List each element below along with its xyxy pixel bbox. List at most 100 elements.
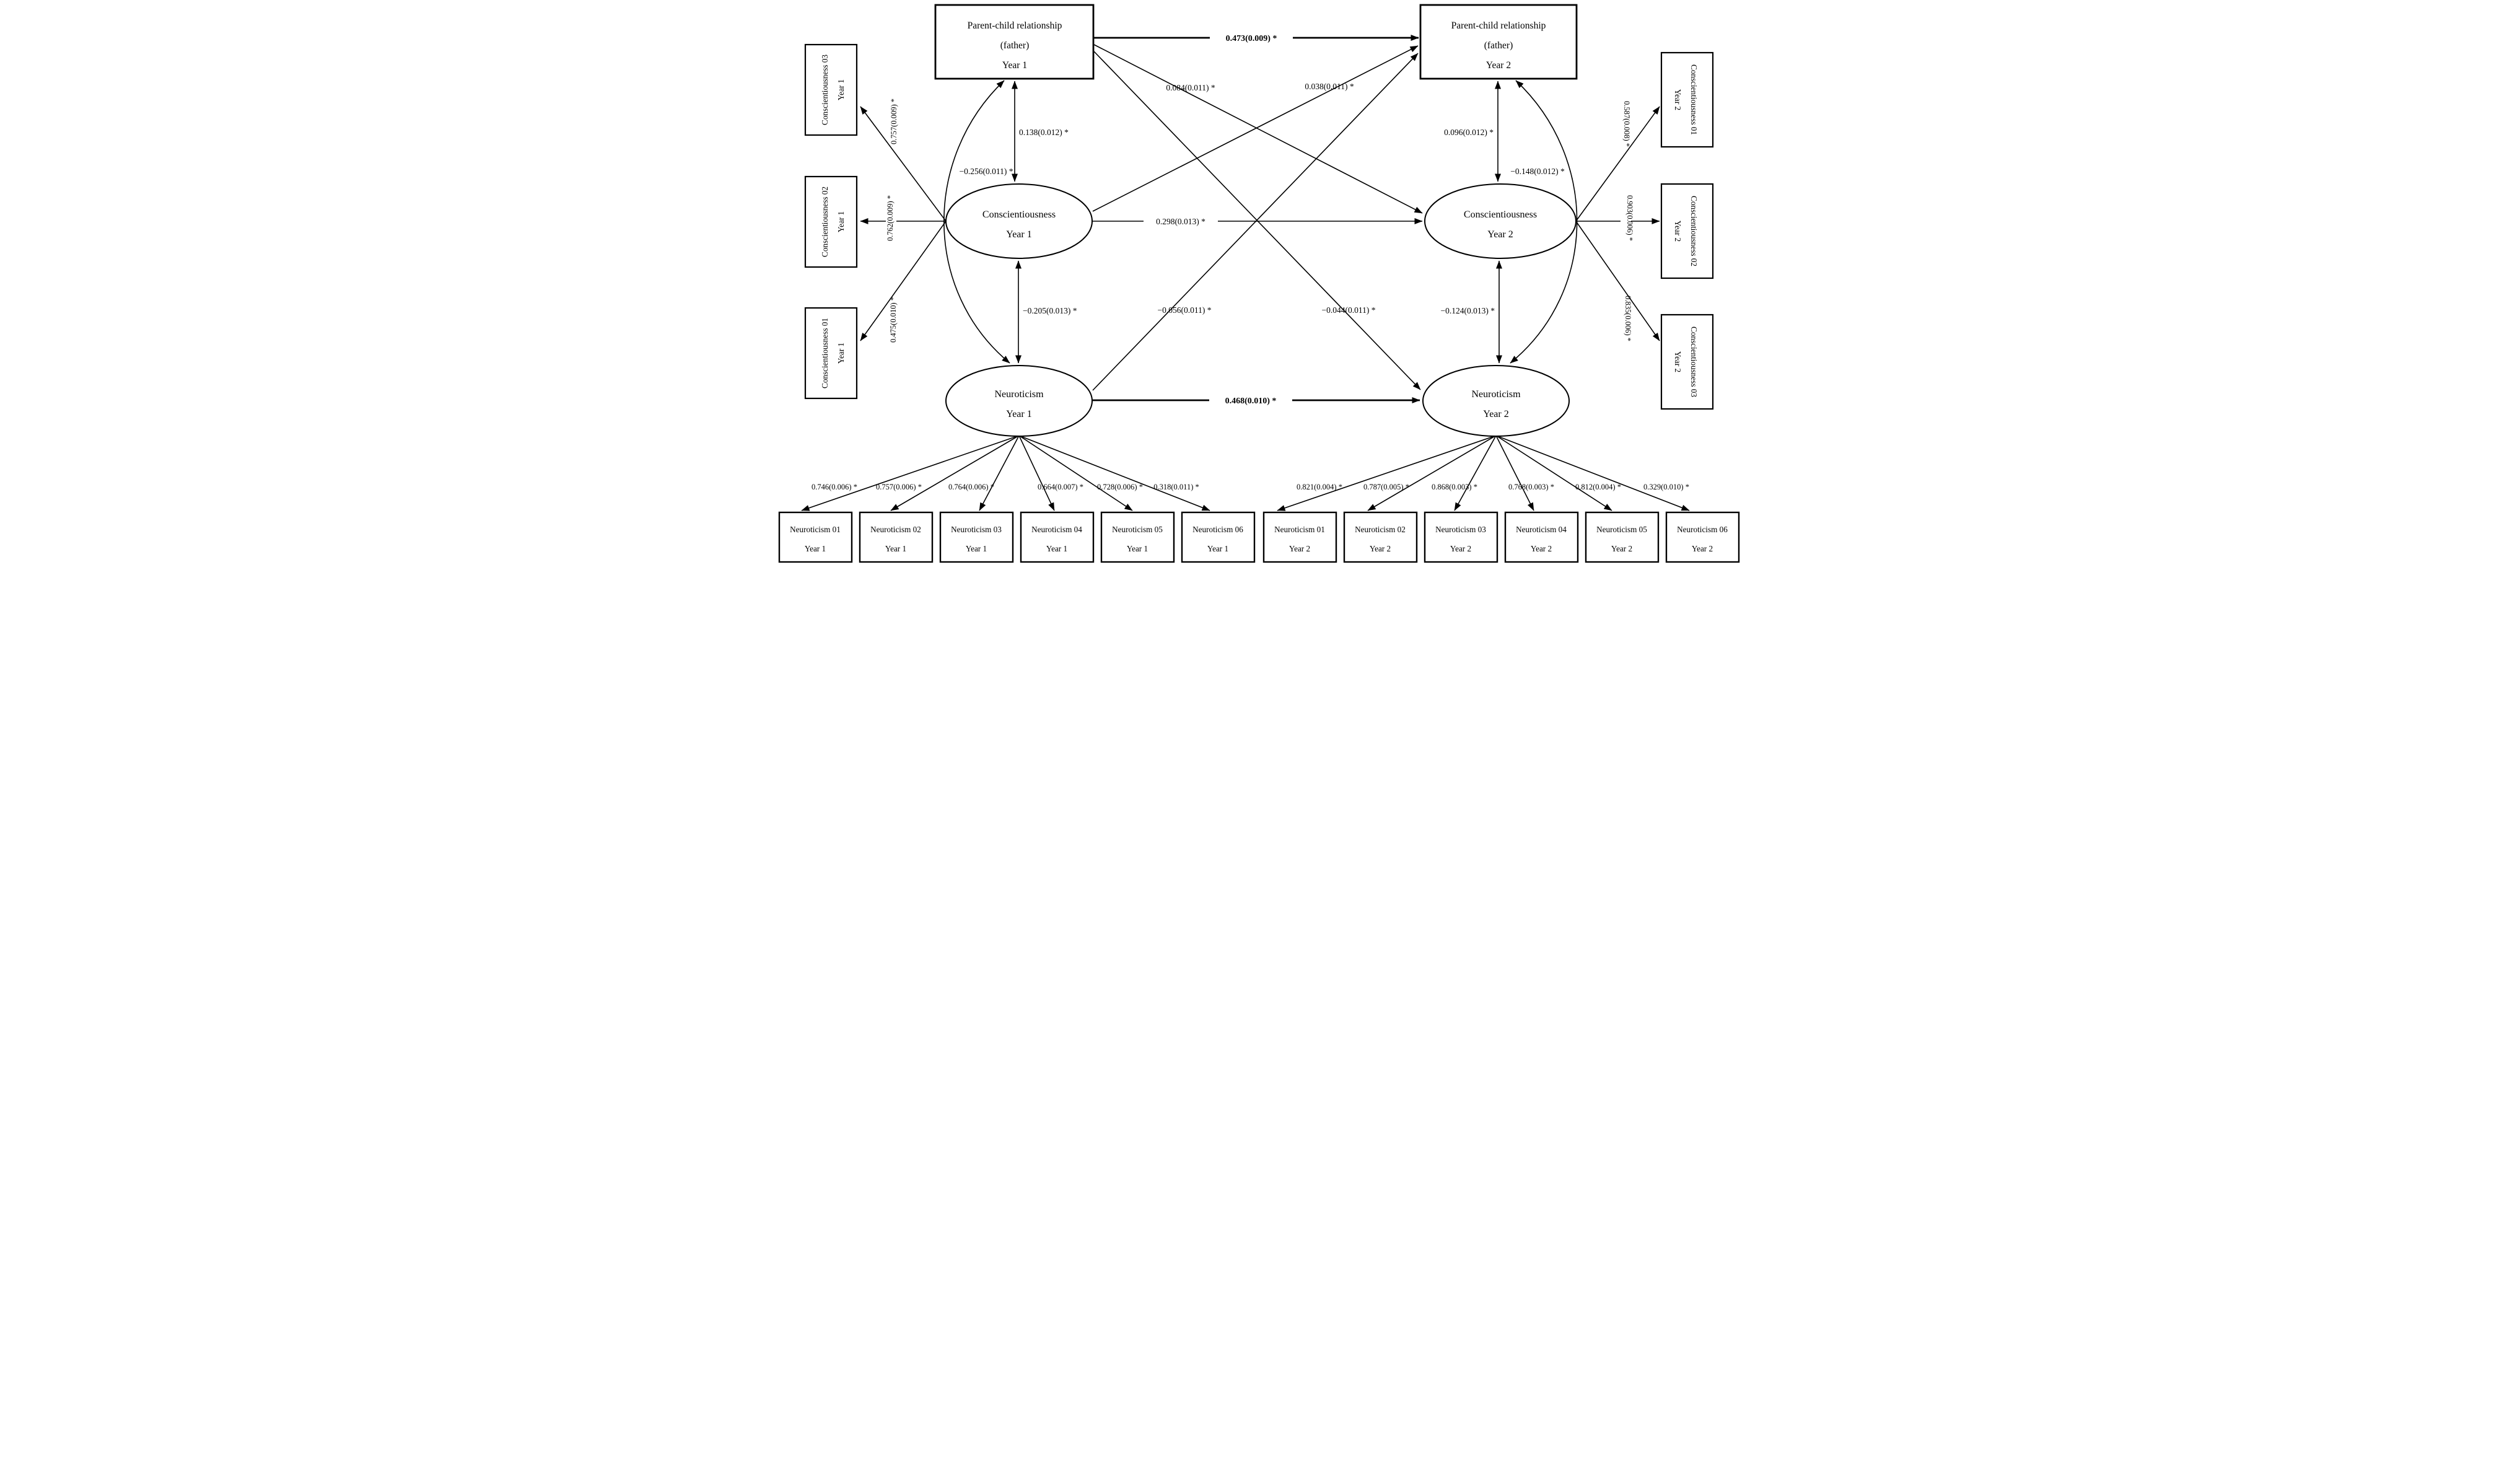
box-neuro06-y2 <box>1665 511 1740 563</box>
coef-consc-stability: 0.298(0.013) * <box>1156 217 1205 226</box>
loading-neuro-y1-03 <box>979 435 1020 511</box>
box-neuro01-y2-name: Neuroticism 01 <box>1274 525 1325 534</box>
box-neuro05-y1-year: Year 1 <box>1127 544 1148 553</box>
coef-pcr1-to-consc2: 0.084(0.011) * <box>1166 83 1215 92</box>
box-consc01-y2-year: Year 2 <box>1673 89 1682 110</box>
path-pcr1-to-consc2 <box>1093 44 1423 214</box>
node-neuro-year1-line1: Neuroticism <box>994 389 1044 400</box>
node-pcr-year1-line2: (father) <box>1000 40 1029 51</box>
loading-consc-y2-01 <box>1575 106 1660 222</box>
box-consc03-y1-name: Conscientiousness 03 <box>820 55 829 125</box>
loading-label-consc-y2-02: 0.903(0.006) * <box>1625 195 1634 241</box>
box-consc02-y1-name: Conscientiousness 02 <box>820 186 829 257</box>
loading-labels: 0.757(0.009) * 0.762(0.009) * 0.475(0.01… <box>812 99 1689 491</box>
box-neuro02-y1 <box>859 511 934 563</box>
box-neuro05-y1 <box>1100 511 1175 563</box>
path-labels: 0.473(0.009) * 0.298(0.013) * 0.468(0.01… <box>960 34 1565 406</box>
loading-label-neuro-y1-04: 0.664(0.007) * <box>1038 483 1083 491</box>
loading-label-neuro-y2-03: 0.868(0.003) * <box>1432 483 1477 491</box>
nodes: Parent-child relationship (father) Year … <box>934 4 1578 437</box>
box-consc02-y2-name: Conscientiousness 02 <box>1689 196 1699 266</box>
loading-neuro-y1-04 <box>1018 435 1055 511</box>
node-neuro-year2 <box>1422 365 1570 437</box>
bottom-indicator-boxes: Neuroticism 01 Year 1 Neuroticism 02 Yea… <box>778 511 1740 563</box>
loading-label-neuro-y1-03: 0.764(0.006) * <box>948 483 994 491</box>
loading-consc-y1-03 <box>860 106 947 222</box>
box-neuro03-y2-name: Neuroticism 03 <box>1435 525 1486 534</box>
node-pcr-year1 <box>934 4 1095 80</box>
loading-neuro-y2-04 <box>1495 435 1534 511</box>
box-neuro01-y2-year: Year 2 <box>1289 544 1310 553</box>
node-consc-year2-line1: Conscientiousness <box>1464 209 1537 220</box>
loading-label-consc-y2-03: 0.835(0.006) * <box>1624 296 1632 341</box>
box-neuro05-y2-name: Neuroticism 05 <box>1596 525 1647 534</box>
box-consc03-y2-year: Year 2 <box>1673 351 1682 372</box>
label-masks <box>886 31 1631 407</box>
sem-diagram-page: 0.473(0.009) * 0.298(0.013) * 0.468(0.01… <box>774 0 1746 566</box>
loading-consc-y2-03 <box>1575 221 1660 341</box>
loading-label-consc-y1-01: 0.475(0.010) * <box>889 297 898 343</box>
mask-consc-y2-02-loading <box>1621 186 1631 255</box>
loading-label-consc-y1-02: 0.762(0.009) * <box>886 195 895 241</box>
node-consc-year2-line2: Year 2 <box>1487 229 1513 240</box>
loading-label-neuro-y2-01: 0.821(0.004) * <box>1297 483 1342 491</box>
loading-label-consc-y2-01: 0.587(0.008) * <box>1622 101 1631 147</box>
node-neuro-year2-line2: Year 2 <box>1483 409 1508 419</box>
loading-neuro-y2-01 <box>1277 435 1497 511</box>
coef-pcr-stability: 0.473(0.009) * <box>1226 34 1277 43</box>
coef-cov-pcr1-neuro1: −0.256(0.011) * <box>960 167 1013 176</box>
loading-label-consc-y1-03: 0.757(0.009) * <box>890 99 898 144</box>
box-consc03-y2-name: Conscientiousness 03 <box>1689 327 1699 397</box>
mask-consc-y1-02-loading <box>886 186 896 255</box>
box-neuro02-y2-year: Year 2 <box>1370 544 1391 553</box>
box-neuro01-y1-name: Neuroticism 01 <box>790 525 841 534</box>
box-neuro05-y2-year: Year 2 <box>1611 544 1632 553</box>
loading-neuro-y1-05 <box>1018 435 1133 511</box>
coef-pcr1-to-neuro2: −0.044(0.011) * <box>1322 305 1376 315</box>
left-indicator-boxes: Conscientiousness 03 Year 1 Conscientiou… <box>804 43 858 400</box>
box-neuro06-y1-name: Neuroticism 06 <box>1192 525 1243 534</box>
box-consc02-y1-year: Year 1 <box>836 211 846 232</box>
right-indicator-boxes: Conscientiousness 01 Year 2 Conscientiou… <box>1660 51 1714 410</box>
box-neuro03-y1-name: Neuroticism 03 <box>951 525 1002 534</box>
coef-cov-pcr2-consc2: 0.096(0.012) * <box>1444 128 1494 137</box>
coef-consc1-to-pcr2: 0.038(0.011) * <box>1305 82 1354 91</box>
coef-cov-consc1-neuro1: −0.205(0.013) * <box>1023 306 1077 315</box>
node-neuro-year1 <box>945 365 1093 437</box>
box-neuro02-y1-year: Year 1 <box>885 544 906 553</box>
coef-neuro-stability: 0.468(0.010) * <box>1225 397 1277 406</box>
loading-neuro-y2-02 <box>1367 435 1497 511</box>
box-consc01-y2-name: Conscientiousness 01 <box>1689 64 1699 135</box>
loading-label-neuro-y2-04: 0.768(0.003) * <box>1508 483 1554 491</box>
path-neuro1-to-pcr2 <box>1092 53 1419 391</box>
coef-neuro1-to-pcr2: −0.056(0.011) * <box>1158 305 1212 315</box>
box-neuro03-y2-year: Year 2 <box>1450 544 1471 553</box>
box-consc02-y2-year: Year 2 <box>1673 221 1682 242</box>
box-neuro04-y1-year: Year 1 <box>1046 544 1067 553</box>
loading-neuro-y1-06 <box>1018 435 1210 511</box>
box-neuro03-y1-year: Year 1 <box>966 544 987 553</box>
loading-label-neuro-y1-01: 0.746(0.006) * <box>812 483 857 491</box>
node-consc-year2 <box>1424 183 1577 259</box>
node-pcr-year1-line1: Parent-child relationship <box>968 20 1062 31</box>
box-neuro04-y1 <box>1020 511 1095 563</box>
box-neuro01-y1 <box>778 511 853 563</box>
box-neuro04-y1-name: Neuroticism 04 <box>1031 525 1082 534</box>
loading-consc-y1-01 <box>860 221 947 341</box>
node-neuro-year2-line1: Neuroticism <box>1471 389 1521 400</box>
mask-consc-stability <box>1144 214 1218 228</box>
loading-label-neuro-y2-05: 0.812(0.004) * <box>1575 483 1621 491</box>
box-neuro01-y1-year: Year 1 <box>805 544 826 553</box>
box-neuro03-y2 <box>1424 511 1498 563</box>
loading-label-neuro-y1-05: 0.728(0.006) * <box>1097 483 1143 491</box>
coef-cov-consc2-neuro2: −0.124(0.013) * <box>1441 306 1495 315</box>
sem-path-diagram: 0.473(0.009) * 0.298(0.013) * 0.468(0.01… <box>774 0 1746 566</box>
box-consc03-y1-year: Year 1 <box>836 79 846 100</box>
structural-paths <box>1092 35 1423 403</box>
node-consc-year1-line1: Conscientiousness <box>982 209 1056 220</box>
box-neuro06-y1 <box>1181 511 1256 563</box>
box-consc01-y1 <box>804 307 858 400</box>
box-consc01-y1-year: Year 1 <box>836 343 846 364</box>
loading-neuro-y2-03 <box>1454 435 1497 511</box>
loading-arrows <box>801 106 1690 511</box>
